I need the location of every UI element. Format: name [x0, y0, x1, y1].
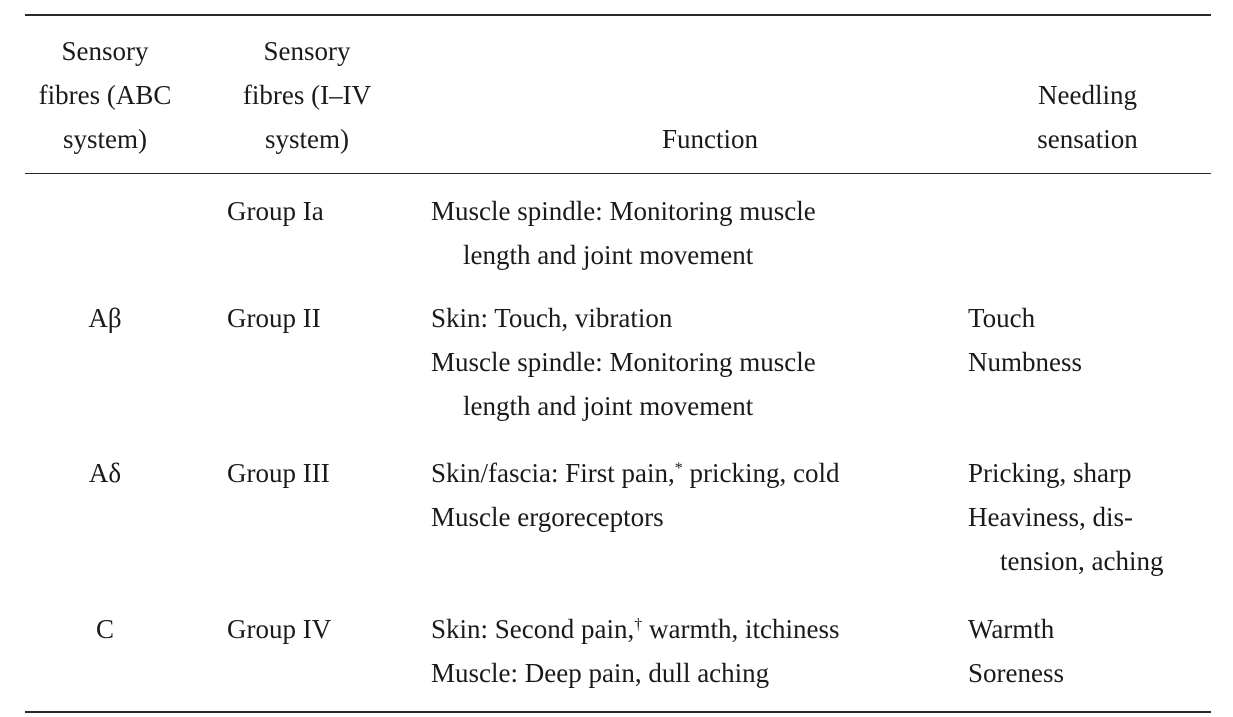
footnote-mark: *: [674, 460, 683, 477]
needling-line: Warmth: [968, 614, 1055, 644]
header-needling-line: Needling: [1038, 80, 1137, 110]
header-iiv-line: fibres (I–IV: [242, 80, 372, 110]
abc-cell: C: [95, 614, 114, 644]
function-line: length and joint movement: [463, 391, 754, 421]
needling-line: Touch: [968, 303, 1036, 333]
needling-line: Pricking, sharp: [968, 458, 1132, 488]
function-line: Muscle: Deep pain, dull aching: [431, 658, 770, 688]
header-rule: [25, 173, 1211, 174]
function-line: Muscle ergoreceptors: [431, 502, 664, 532]
function-line: Skin: Touch, vibration: [431, 303, 673, 333]
group-cell: Group III: [227, 458, 330, 488]
bottom-rule: [25, 711, 1211, 713]
function-cell: Muscle spindle: Monitoring muscle length…: [431, 189, 816, 277]
needling-line: Heaviness, dis-: [968, 502, 1133, 532]
function-cell: Skin: Second pain,† warmth, itchiness Mu…: [431, 607, 839, 695]
needling-cell: Pricking, sharp Heaviness, dis- tension,…: [968, 451, 1163, 583]
header-abc-line: fibres (ABC: [38, 80, 172, 110]
header-iiv: Sensory fibres (I–IV system): [222, 29, 392, 161]
function-text: warmth, itchiness: [642, 614, 840, 644]
needling-cell: Touch Numbness: [968, 296, 1082, 384]
needling-line: Soreness: [968, 658, 1064, 688]
function-text: Skin: Second pain,: [431, 614, 635, 644]
function-text: pricking, cold: [682, 458, 840, 488]
function-line: Skin/fascia: First pain,* pricking, cold: [431, 451, 839, 495]
function-cell: Skin: Touch, vibration Muscle spindle: M…: [431, 296, 816, 428]
needling-line: Numbness: [968, 347, 1082, 377]
header-needling-line: sensation: [1037, 124, 1138, 154]
header-iiv-line: Sensory: [263, 36, 351, 66]
needling-cell: Warmth Soreness: [968, 607, 1064, 695]
header-function: Function: [661, 124, 758, 154]
footnote-mark: †: [634, 616, 643, 633]
function-text: Skin/fascia: First pain,: [431, 458, 675, 488]
function-line: Muscle spindle: Monitoring muscle: [431, 196, 816, 226]
header-needling: Needling sensation: [1000, 73, 1175, 161]
header-abc: Sensory fibres (ABC system): [30, 29, 180, 161]
function-line: length and joint movement: [463, 240, 754, 270]
function-line: Muscle spindle: Monitoring muscle: [431, 347, 816, 377]
header-iiv-line: system): [265, 124, 349, 154]
abc-cell: Aδ: [88, 458, 122, 488]
header-abc-line: system): [63, 124, 147, 154]
function-line: Skin: Second pain,† warmth, itchiness: [431, 607, 839, 651]
needling-line: tension, aching: [1000, 546, 1164, 576]
top-rule: [25, 14, 1211, 16]
header-abc-line: Sensory: [61, 36, 149, 66]
group-cell: Group II: [227, 303, 321, 333]
group-cell: Group IV: [227, 614, 332, 644]
abc-cell: Aβ: [88, 303, 122, 333]
function-cell: Skin/fascia: First pain,* pricking, cold…: [431, 451, 839, 539]
group-cell: Group Ia: [227, 196, 324, 226]
